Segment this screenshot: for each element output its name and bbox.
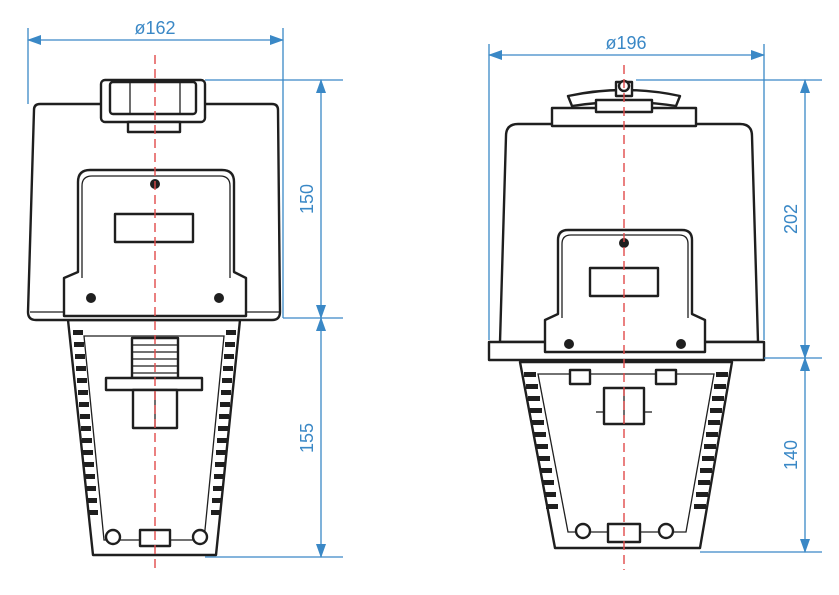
left-diameter-label: ø162 bbox=[134, 18, 175, 38]
right-cover-screw bbox=[619, 238, 629, 248]
right-diameter-dimension: ø196 bbox=[488, 33, 765, 340]
right-upper-height-label: 202 bbox=[781, 204, 801, 234]
left-cover-screw bbox=[86, 293, 96, 303]
right-bottom-bolt bbox=[657, 522, 675, 540]
left-coupling-bar bbox=[104, 376, 204, 392]
left-diameter-dimension: ø162 bbox=[27, 18, 284, 318]
right-yoke-fins-left bbox=[524, 372, 558, 509]
right-cover-screw bbox=[676, 339, 686, 349]
right-lower-height-label: 140 bbox=[781, 440, 801, 470]
right-yoke-fins-right bbox=[694, 372, 728, 509]
left-height-dimensions: 150 155 bbox=[205, 79, 343, 558]
left-actuator-view: ø162 150 155 bbox=[26, 18, 343, 572]
right-mount-block bbox=[654, 368, 678, 386]
right-mount-block bbox=[568, 368, 592, 386]
left-bottom-bolt bbox=[191, 528, 209, 546]
left-upper-height-label: 150 bbox=[297, 184, 317, 214]
left-label-plate bbox=[113, 212, 195, 244]
right-bottom-bolt bbox=[574, 522, 592, 540]
right-diameter-label: ø196 bbox=[605, 33, 646, 53]
left-yoke-fins-left bbox=[73, 330, 98, 515]
left-lower-height-label: 155 bbox=[297, 423, 317, 453]
right-actuator-view: ø196 202 140 bbox=[487, 33, 822, 570]
right-front-cover bbox=[543, 228, 707, 354]
left-yoke-fins-right bbox=[211, 330, 236, 515]
left-bottom-bolt bbox=[104, 528, 122, 546]
right-height-dimensions: 202 140 bbox=[636, 79, 822, 553]
left-yoke bbox=[66, 318, 242, 557]
right-cover-screw bbox=[564, 339, 574, 349]
right-yoke bbox=[518, 360, 734, 550]
left-cover-screw bbox=[214, 293, 224, 303]
left-manual-knob bbox=[99, 78, 207, 134]
